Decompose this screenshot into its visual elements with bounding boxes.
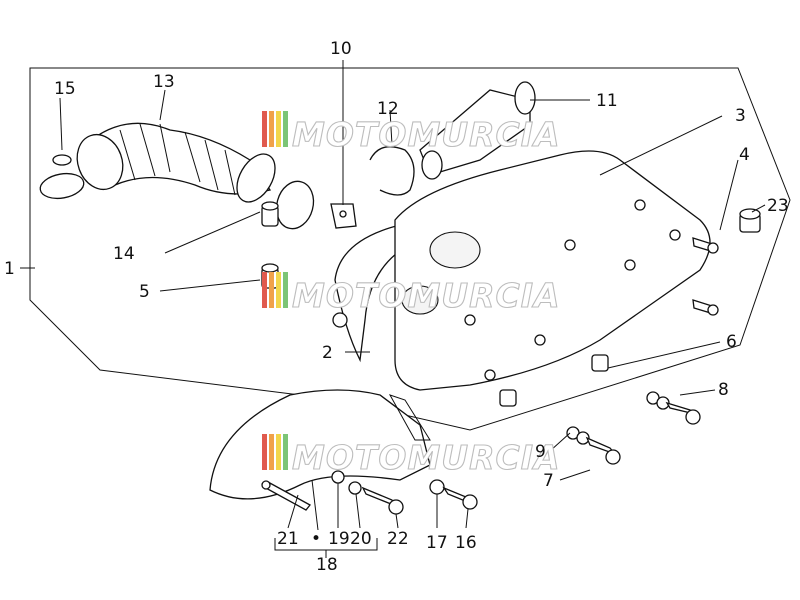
grommet-upper xyxy=(332,312,348,328)
small-fitting xyxy=(261,201,279,227)
intake-tube xyxy=(76,122,276,203)
cap-23 xyxy=(739,208,761,233)
watermark-top: MOTOMURCIA xyxy=(262,111,561,155)
airbox-body xyxy=(394,150,711,391)
snorkel-connector xyxy=(419,81,536,180)
watermark-stripe xyxy=(283,434,288,470)
watermark-stripe xyxy=(283,272,288,308)
callout-11: 11 xyxy=(596,91,618,111)
watermark-text: MOTOMURCIA xyxy=(292,115,561,154)
washer-20 xyxy=(348,481,362,495)
callout-1: 1 xyxy=(4,259,15,279)
callout-14: 14 xyxy=(113,244,135,264)
callout-3: 3 xyxy=(735,106,746,126)
callouts: 1 2 3 4 5 6 7 8 9 10 11 12 13 14 15 16 1… xyxy=(4,39,789,575)
leader-lines xyxy=(20,60,766,558)
callout-20: 20 xyxy=(350,529,372,549)
callout-5: 5 xyxy=(139,282,150,302)
callout-2: 2 xyxy=(322,343,333,363)
screw-lower xyxy=(692,299,719,316)
watermark-stripe xyxy=(283,111,288,147)
bolt-22 xyxy=(361,486,404,515)
callout-9: 9 xyxy=(535,442,546,462)
watermark-stripe xyxy=(269,272,274,308)
bolt-21 xyxy=(261,480,311,511)
bolt-16 xyxy=(442,486,478,510)
screw-upper xyxy=(692,237,719,254)
callout-12: 12 xyxy=(377,99,399,119)
callout-4: 4 xyxy=(739,145,750,165)
spacer-6 xyxy=(499,354,609,407)
bolt-7 xyxy=(566,426,621,465)
hose-clamp-left xyxy=(39,154,85,200)
hose-clamp-right xyxy=(275,180,315,230)
watermark-stripe xyxy=(262,272,267,308)
watermark-stripe xyxy=(262,434,267,470)
callout-18: 18 xyxy=(316,555,338,575)
watermark-stripe xyxy=(269,111,274,147)
callout-10: 10 xyxy=(330,39,352,59)
callout-22: 22 xyxy=(387,529,409,549)
watermark-text: MOTOMURCIA xyxy=(292,438,561,477)
callout-7: 7 xyxy=(543,471,554,491)
watermark-stripe xyxy=(276,272,281,308)
watermark-middle: MOTOMURCIA xyxy=(262,272,561,316)
callout-21: 21 xyxy=(277,529,299,549)
callout-8: 8 xyxy=(718,380,729,400)
watermark-stripe xyxy=(262,111,267,147)
bolt-8 xyxy=(646,391,701,425)
callout-19: 19 xyxy=(328,529,350,549)
watermark-text: MOTOMURCIA xyxy=(292,276,561,315)
callout-15: 15 xyxy=(54,79,76,99)
watermark-stripe xyxy=(276,434,281,470)
watermark-stripe xyxy=(276,111,281,147)
callout-bullet: • xyxy=(311,529,321,549)
assembly-outline xyxy=(29,67,791,431)
callout-23: 23 xyxy=(767,196,789,216)
callout-17: 17 xyxy=(426,533,448,553)
clip xyxy=(330,203,357,229)
washer-17 xyxy=(429,479,445,495)
callout-13: 13 xyxy=(153,72,175,92)
callout-6: 6 xyxy=(726,332,737,352)
clamp-ring xyxy=(369,146,415,196)
watermark-stripe xyxy=(269,434,274,470)
watermark-bottom: MOTOMURCIA xyxy=(262,434,561,478)
callout-16: 16 xyxy=(455,533,477,553)
